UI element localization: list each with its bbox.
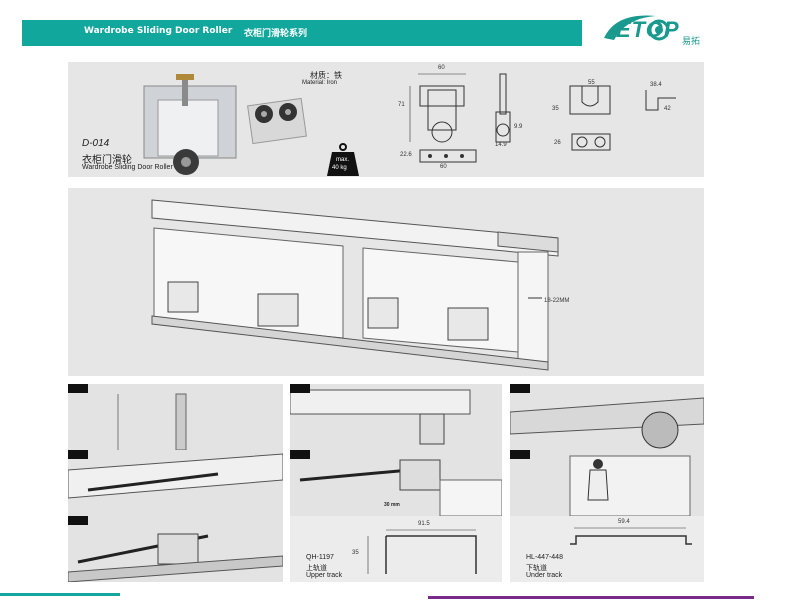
install-step-6 — [510, 450, 704, 516]
install-step-4 — [68, 450, 283, 516]
dim-plate-height: 35 — [552, 106, 559, 112]
product-name-cn: 衣柜门滑轮 — [82, 155, 132, 166]
step-marker — [510, 384, 530, 393]
mount-plate-drawing — [569, 85, 611, 151]
footer-accent-right — [428, 596, 754, 599]
bracket-drawing — [645, 90, 676, 111]
assembly-illustration — [151, 199, 559, 371]
step-marker — [68, 516, 88, 525]
header-title-cn: 衣柜门滑轮系列 — [244, 29, 308, 39]
step5-illustration — [299, 459, 502, 516]
front-view-drawing — [409, 73, 466, 143]
under-track-profile-drawing — [570, 527, 692, 545]
under-track-cell: 59.4 HL-447-448 下轨道 Under track — [510, 516, 704, 582]
step3-illustration — [510, 397, 704, 449]
step2-illustration — [290, 389, 471, 445]
step1-illustration — [117, 393, 187, 450]
product-name-en: Wardrobe Sliding Door Roller — [82, 164, 173, 171]
upper-track-code: QH-1197 — [306, 554, 334, 561]
under-track-code: HL-447-448 — [526, 554, 563, 561]
logo-swoosh-icon — [604, 15, 670, 41]
dim-side-b: 14.9 — [495, 142, 507, 148]
step-marker — [68, 384, 88, 393]
side-view-drawing — [495, 73, 511, 143]
dim-side-a: 9.9 — [514, 124, 523, 130]
step6-illustration — [569, 455, 691, 516]
dim-front-height: 71 — [398, 102, 405, 108]
step-marker — [290, 450, 310, 459]
upper-track-cn: 上轨道 — [306, 565, 327, 572]
brand-logo: ETOP 易拓 — [596, 10, 716, 48]
upper-track-en: Upper track — [306, 572, 343, 579]
dim-bracket-height: 42 — [664, 106, 671, 112]
material-cn: 材质：铁 — [310, 71, 342, 80]
gap-label: 18-22MM — [544, 298, 570, 304]
dim-plate-width: 55 — [588, 80, 595, 86]
base-plate-drawing — [419, 149, 477, 163]
weight-icon — [327, 143, 359, 176]
step7-illustration — [68, 533, 283, 582]
step-marker — [68, 450, 88, 459]
upper-track-cell: 91.5 35 QH-1197 上轨道 Upper track — [290, 516, 502, 582]
install-step-2 — [290, 384, 502, 450]
upper-track-profile-drawing — [367, 529, 477, 574]
product-code: D-014 — [82, 138, 110, 149]
roller-product-photo — [143, 74, 307, 175]
dim-plate-small: 26 — [554, 140, 561, 146]
dim-under-width: 59.4 — [618, 519, 630, 525]
under-track-en: Under track — [526, 572, 563, 579]
dim-upper-width: 91.5 — [418, 521, 430, 527]
dim-bracket-width: 38.4 — [650, 82, 662, 88]
brand-name: ETOP — [616, 17, 680, 42]
dim-upper-height: 35 — [352, 550, 359, 556]
step-marker — [290, 384, 310, 393]
dim-base-height: 22.6 — [400, 152, 412, 158]
install-step-5: 30 mm — [290, 450, 502, 516]
footer-accent-left — [0, 593, 120, 596]
brand-name-cn: 易拓 — [682, 36, 701, 46]
header-title-en: Wardrobe Sliding Door Roller — [84, 26, 233, 36]
step-marker — [510, 450, 530, 459]
under-track-cn: 下轨道 — [526, 565, 547, 572]
assembly-panel: 18-22MM — [68, 188, 704, 376]
header-banner: Wardrobe Sliding Door Roller 衣柜门滑轮系列 — [22, 20, 582, 46]
load-max: max. — [336, 157, 350, 163]
install-step-1 — [68, 384, 283, 450]
dim-front-width: 60 — [438, 65, 445, 71]
step4-illustration — [68, 453, 283, 499]
dim-base-width: 60 — [440, 164, 447, 170]
product-panel: D-014 衣柜门滑轮 Wardrobe Sliding Door Roller… — [68, 62, 704, 177]
install-step-3 — [510, 384, 704, 450]
install-step-7 — [68, 516, 283, 582]
screw-label: 30 mm — [384, 502, 400, 508]
load-value: 40 kg — [332, 165, 347, 171]
material-en: Material: Iron — [302, 80, 338, 86]
